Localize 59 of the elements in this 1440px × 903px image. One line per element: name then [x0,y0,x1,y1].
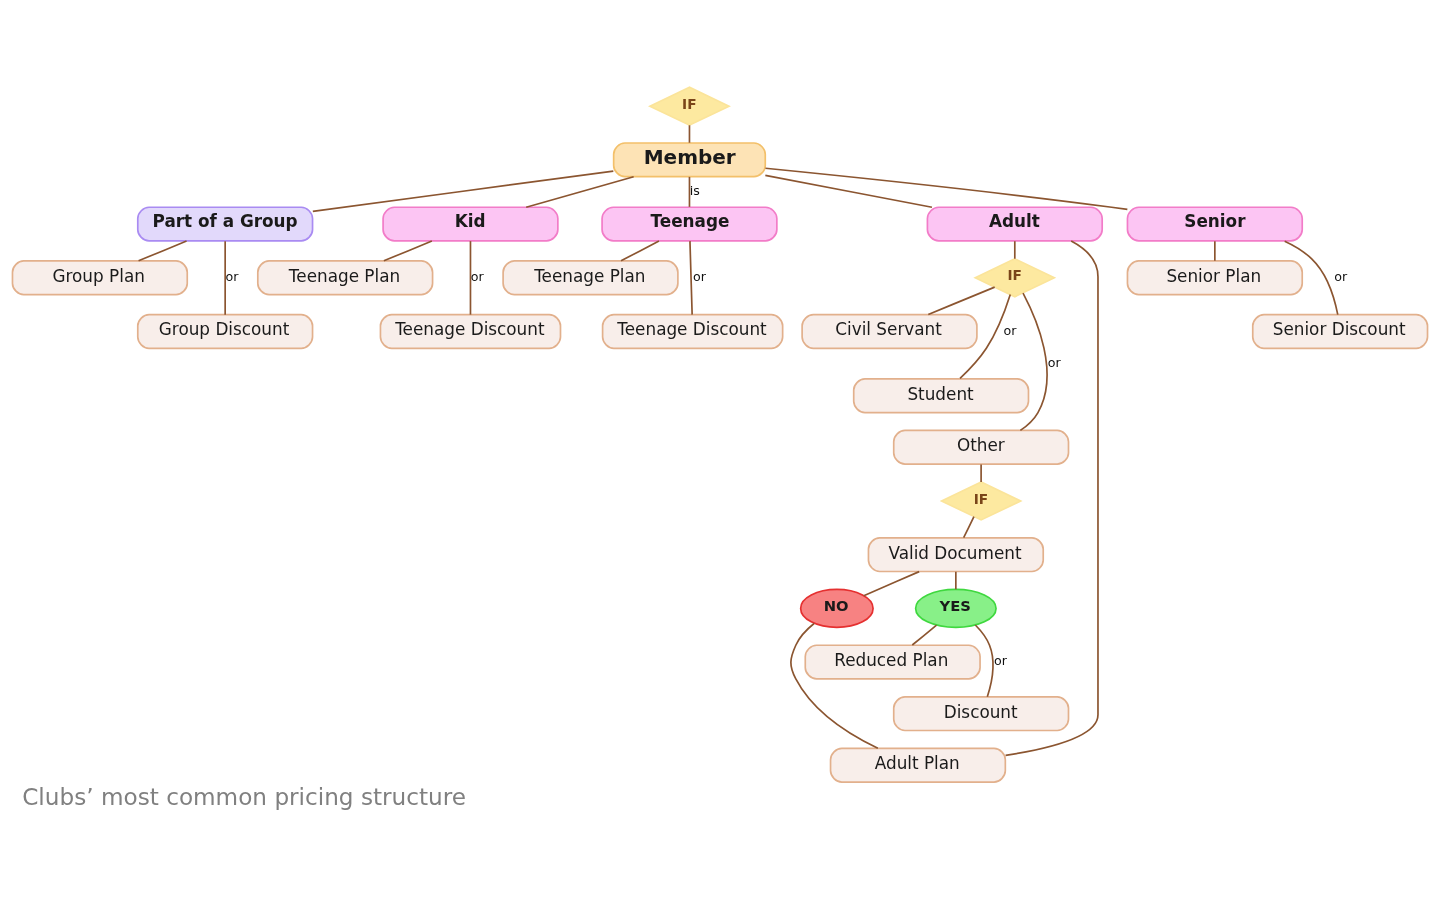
connector [224,240,226,316]
connector [525,175,635,209]
node-box: Senior [1126,206,1304,242]
connector [469,240,472,316]
connector [974,624,994,698]
edge-label: or [693,269,706,285]
node-box: Teenage Discount [601,313,784,350]
connector [790,622,879,750]
node-box: Teenage [601,206,778,242]
node-box: Teenage Plan [256,260,434,296]
edge-label: or [994,653,1008,669]
connector [862,570,920,597]
connector [383,240,433,262]
node-box: Senior Plan [1126,260,1304,296]
edge-label: or [470,269,484,285]
node-ellipse: NO [799,588,874,629]
connector [955,570,957,591]
node-diamond: IF [939,481,1023,521]
connector [689,240,693,316]
caption: Clubs’ most common pricing structure [22,783,467,810]
node-box: Other [892,429,1070,465]
edge-label: or [1003,322,1017,338]
connector [312,170,615,213]
connector [137,240,188,262]
node-box: Reduced Plan [804,644,981,680]
edge-label: is [689,183,700,199]
edge-label: or [1334,269,1348,285]
node-box: Discount [892,696,1070,732]
node-box: Senior Discount [1251,313,1429,350]
node-diamond: IF [648,86,731,127]
connector [620,240,660,262]
connector [764,174,933,209]
node-box: Kid [382,206,559,242]
connector [1283,240,1339,316]
connector [911,624,938,646]
node-box: Group Plan [11,260,189,296]
node-box: Member [612,142,767,178]
connector [1013,240,1016,260]
edge-label: or [1047,354,1061,370]
node-box: Teenage Plan [502,260,679,296]
connector [764,167,1129,211]
connector [980,463,982,483]
connector [688,176,691,208]
node-box: Adult [926,206,1104,242]
node-box: Part of a Group [136,206,314,242]
connector [962,515,975,539]
edge-label: or [225,269,239,285]
node-box: Valid Document [867,537,1045,573]
node-box: Teenage Discount [379,313,562,350]
connector [1004,240,1099,757]
node-box: Civil Servant [801,313,978,350]
connector [959,293,1012,380]
node-box: Student [852,378,1030,414]
node-diamond: IF [973,257,1057,298]
connector [927,286,996,316]
node-box: Adult Plan [829,747,1007,783]
connector [1214,240,1216,262]
node-box: Group Discount [136,313,314,350]
node-ellipse: YES [914,588,997,629]
